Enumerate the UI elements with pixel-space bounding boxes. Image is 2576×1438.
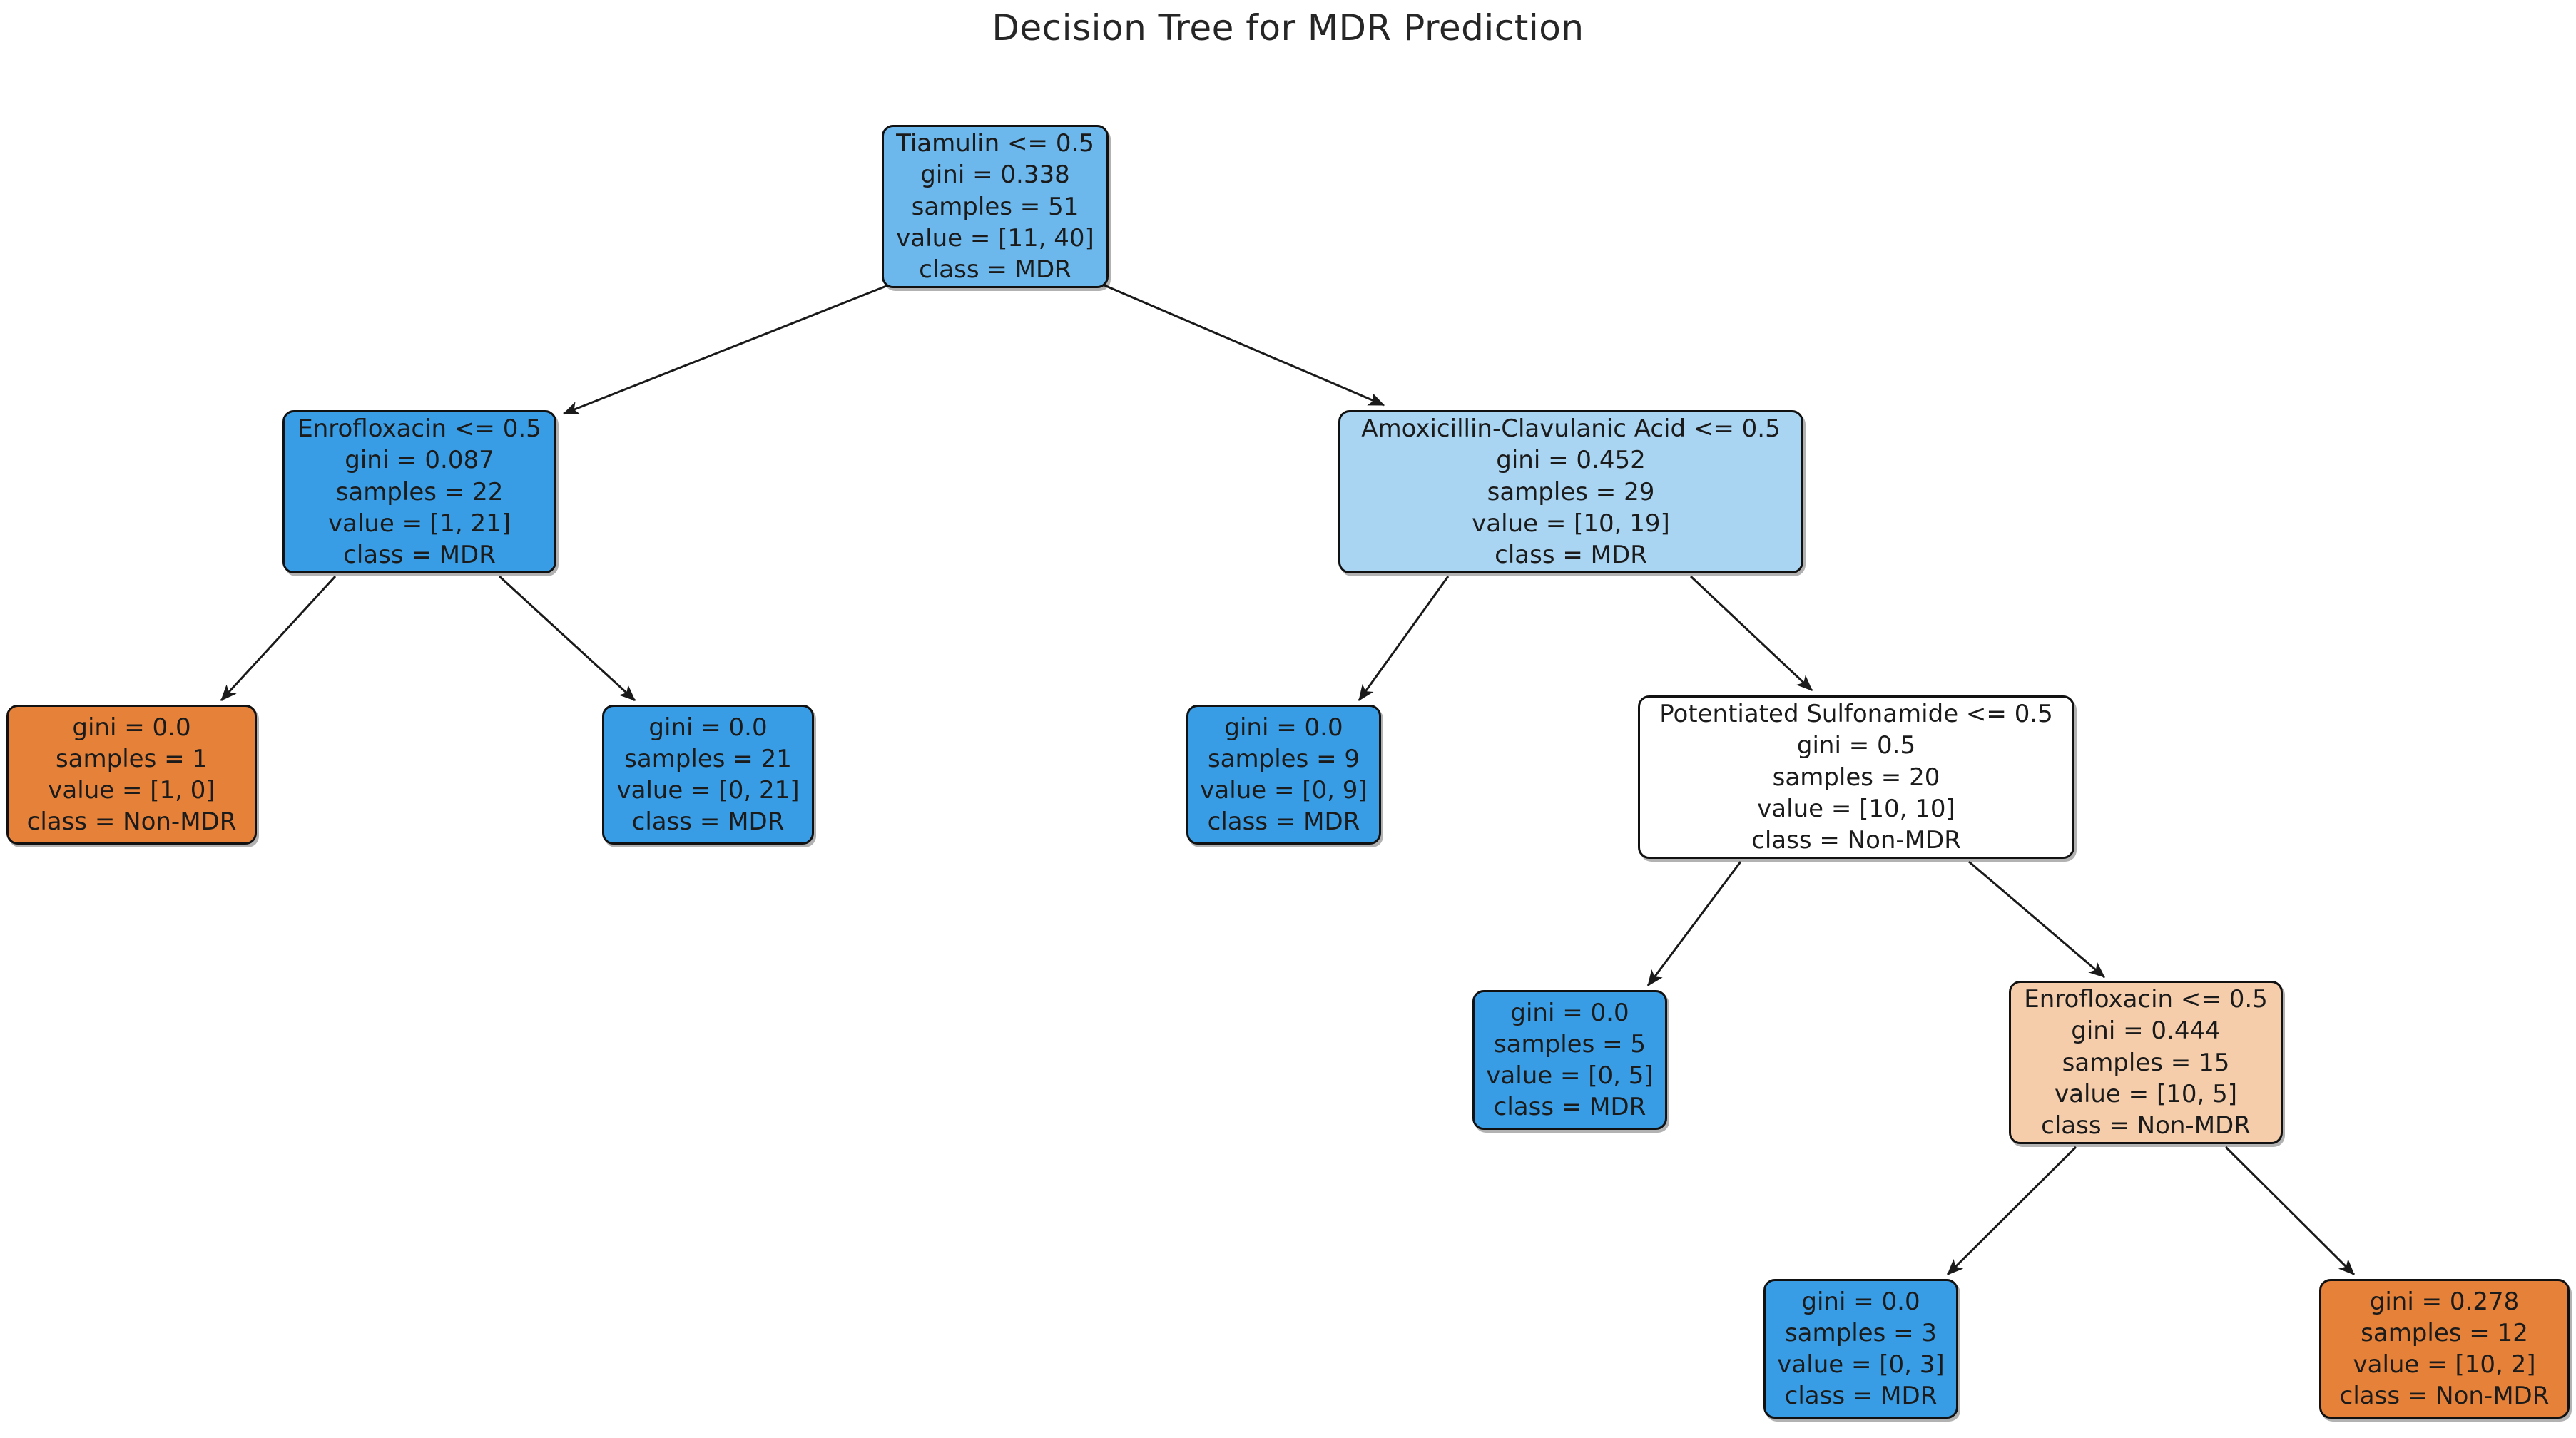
node-samples-text: samples = 20 [1772,763,1940,792]
node-class-text: class = MDR [1495,540,1647,569]
tree-edge-n0-n4 [1104,284,1385,407]
node-samples-text: samples = 22 [335,477,504,506]
node-gini-text: gini = 0.5 [1796,731,1916,760]
node-samples-text: samples = 9 [1207,744,1360,773]
edge-group [220,284,2356,1276]
tree-edge-n8-n9 [1946,1146,2077,1276]
node-gini-text: gini = 0.278 [2369,1287,2520,1316]
node-value-text: value = [10, 10] [1757,794,1955,823]
node-gini-text: gini = 0.0 [648,713,768,742]
node-value-text: value = [0, 21] [616,776,800,805]
node-gini-text: gini = 0.0 [72,713,191,742]
node-gini-text: gini = 0.444 [2071,1016,2221,1046]
node-class-text: class = Non-MDR [1751,825,1961,855]
node-class-text: class = MDR [1207,807,1360,837]
node-value-text: value = [1, 0] [48,776,215,805]
node-samples-text: samples = 5 [1493,1029,1646,1059]
tree-edge-n0-n1 [562,284,889,415]
tree-edge-n4-n6 [1689,575,1813,692]
node-samples-text: samples = 1 [55,744,208,773]
tree-edge-n4-n5 [1358,576,1450,701]
node-condition-text: Potentiated Sulfonamide <= 0.5 [1659,700,2053,729]
node-samples-text: samples = 3 [1784,1318,1938,1347]
node-samples-text: samples = 29 [1487,477,1655,506]
node-value-text: value = [0, 3] [1777,1350,1945,1379]
tree-edge-n8-n10 [2224,1146,2356,1276]
node-value-text: value = [10, 5] [2054,1079,2237,1108]
node-gini-text: gini = 0.0 [1224,713,1343,742]
node-value-text: value = [10, 19] [1472,509,1670,538]
node-value-text: value = [1, 21] [327,509,511,538]
node-value-text: value = [11, 40] [896,223,1094,253]
node-condition-text: Enrofloxacin <= 0.5 [2024,985,2268,1014]
node-samples-text: samples = 51 [911,192,1079,221]
node-class-text: class = MDR [343,540,496,569]
node-gini-text: gini = 0.452 [1496,446,1646,475]
page-title: Decision Tree for MDR Prediction [992,7,1584,49]
node-samples-text: samples = 12 [2361,1318,2528,1347]
node-condition-text: Enrofloxacin <= 0.5 [297,414,541,444]
node-class-text: class = Non-MDR [2041,1111,2251,1140]
node-condition-text: Tiamulin <= 0.5 [896,129,1094,158]
node-gini-text: gini = 0.338 [920,160,1070,190]
node-class-text: class = MDR [919,255,1071,284]
node-value-text: value = [0, 5] [1486,1061,1654,1090]
node-class-text: class = Non-MDR [26,807,237,837]
node-samples-text: samples = 15 [2062,1048,2230,1077]
node-gini-text: gini = 0.0 [1801,1287,1920,1316]
node-class-text: class = Non-MDR [2339,1382,2550,1411]
node-class-text: class = MDR [1493,1093,1646,1122]
tree-edge-n6-n8 [1968,860,2105,979]
node-value-text: value = [10, 2] [2353,1350,2536,1379]
node-samples-text: samples = 21 [624,744,792,773]
tree-edge-n1-n3 [498,575,636,702]
node-condition-text: Amoxicillin-Clavulanic Acid <= 0.5 [1361,414,1781,444]
node-gini-text: gini = 0.087 [345,446,494,475]
tree-edge-n6-n7 [1646,861,1742,986]
tree-edge-n1-n2 [220,575,337,702]
node-gini-text: gini = 0.0 [1510,998,1629,1027]
node-class-text: class = MDR [631,807,785,837]
node-value-text: value = [0, 9] [1200,776,1368,805]
node-class-text: class = MDR [1784,1382,1938,1411]
